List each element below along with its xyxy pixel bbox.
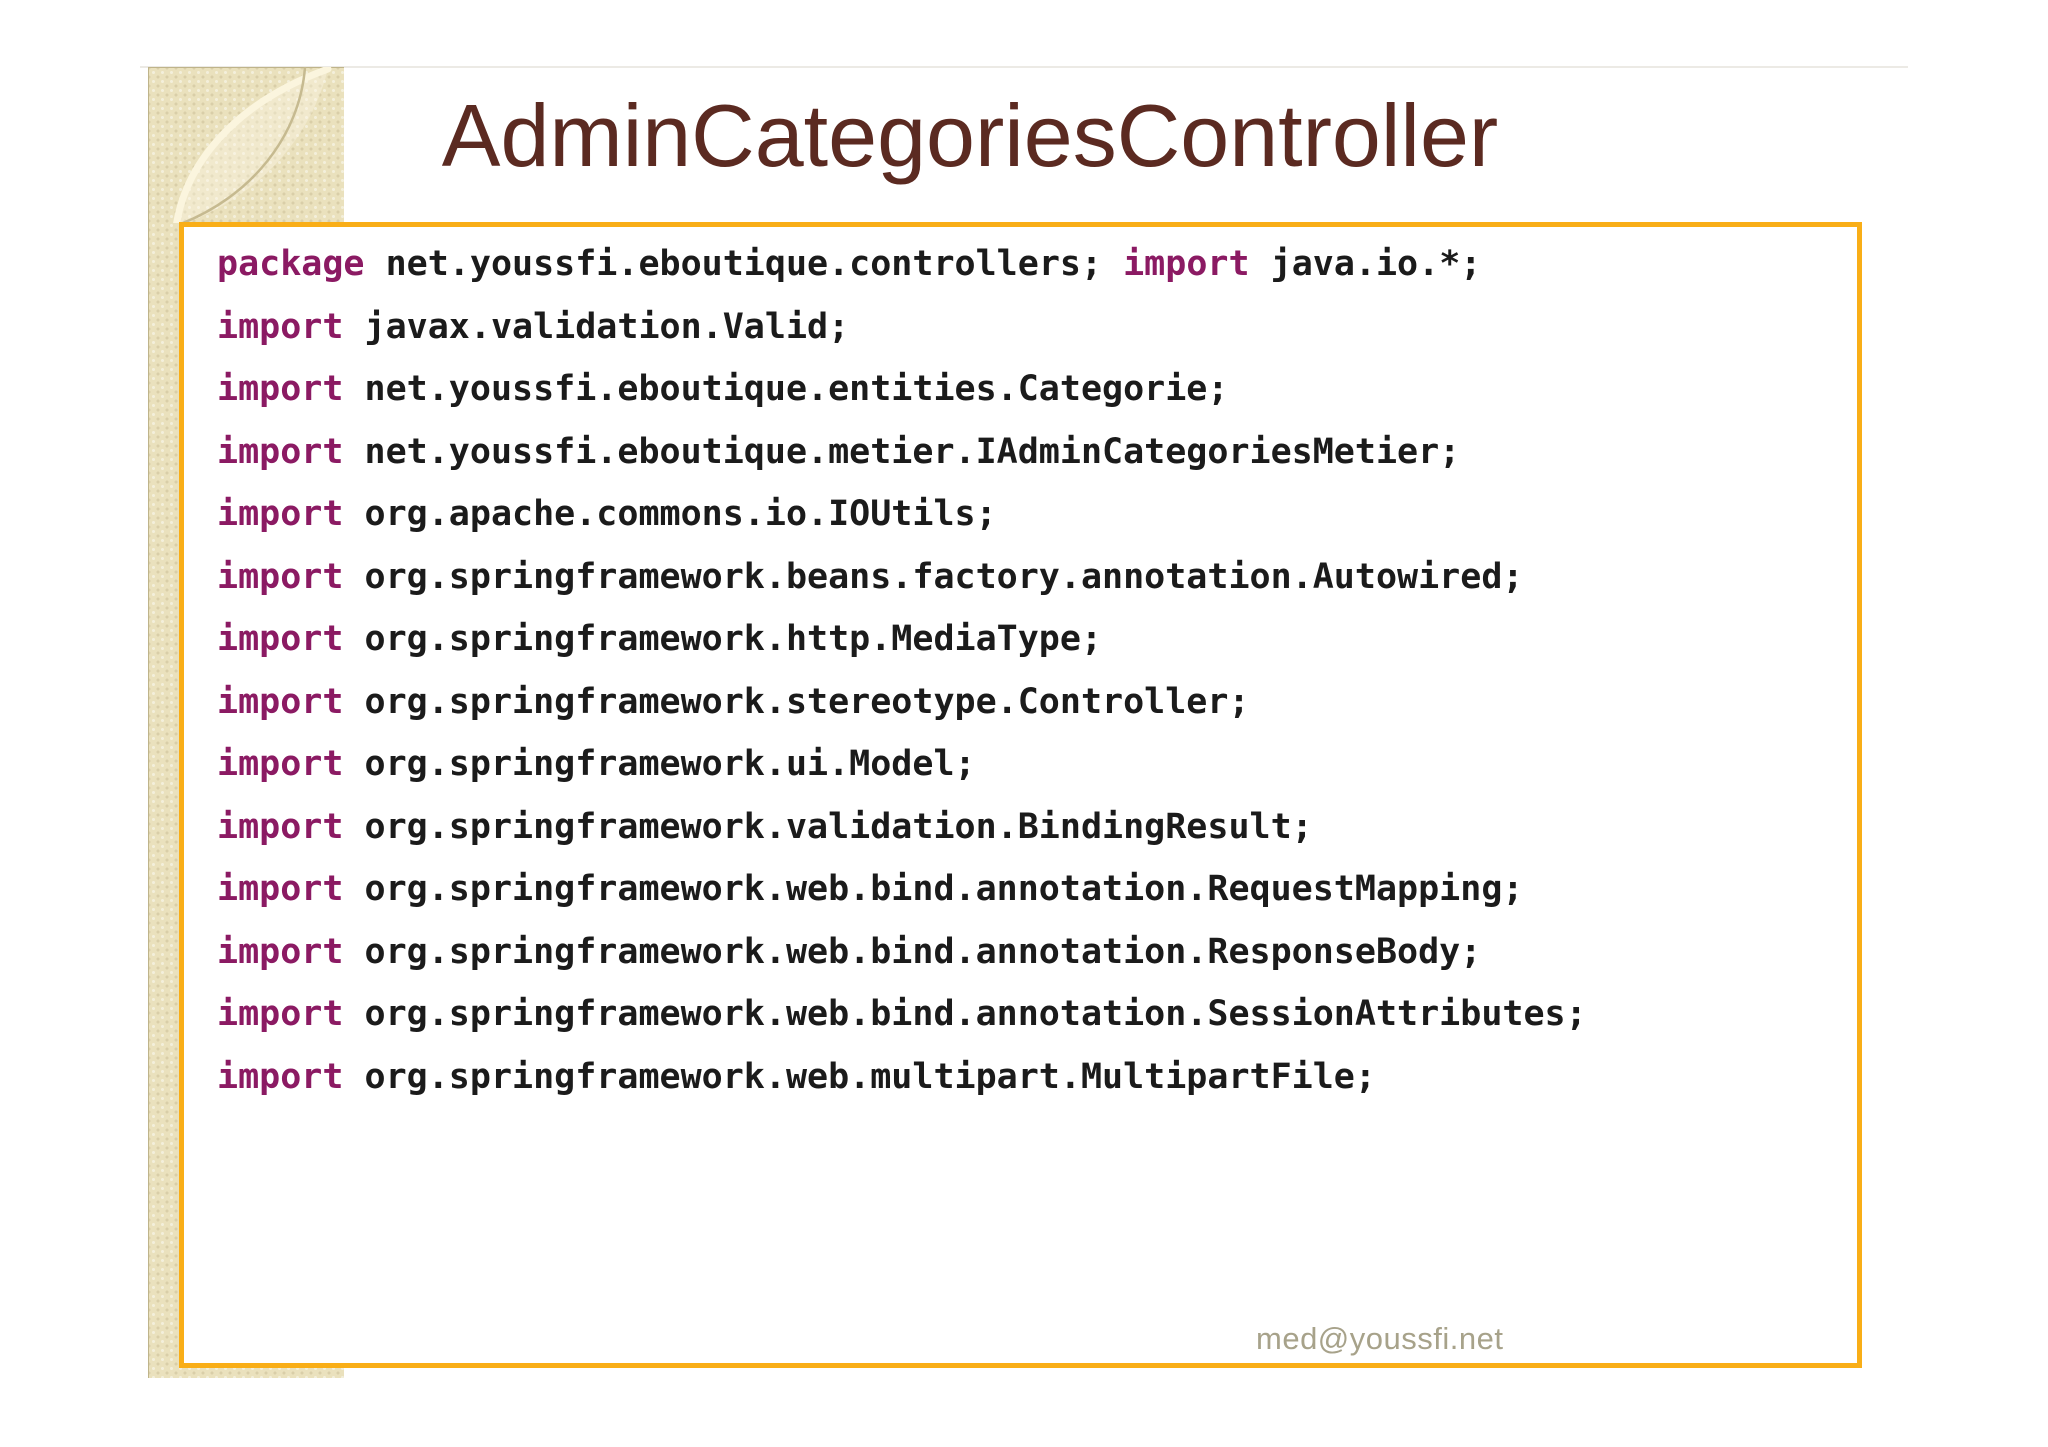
code-line: import org.apache.commons.io.IOUtils; <box>217 483 1849 546</box>
code-keyword: import <box>217 494 344 534</box>
code-text: javax.validation.Valid; <box>343 306 850 347</box>
code-line: import org.springframework.web.multipart… <box>217 1046 1849 1109</box>
code-line: import org.springframework.ui.Model; <box>217 733 1849 796</box>
watermark: med@youssfi.net <box>1256 1321 1504 1356</box>
code-line: import org.springframework.web.bind.anno… <box>217 858 1849 921</box>
code-line: import org.springframework.web.bind.anno… <box>217 921 1849 984</box>
code-keyword: package <box>217 244 365 284</box>
code-keyword: import <box>217 1056 344 1097</box>
code-block: package net.youssfi.eboutique.controller… <box>217 233 1849 1108</box>
slide-title: AdminCategoriesController <box>441 86 1499 185</box>
code-text: org.springframework.web.multipart.Multip… <box>343 1056 1376 1097</box>
code-line: import org.springframework.stereotype.Co… <box>217 671 1849 734</box>
code-keyword: import <box>217 681 344 722</box>
code-keyword: import <box>217 869 344 909</box>
code-line: import javax.validation.Valid; <box>217 296 1849 359</box>
code-keyword: import <box>217 994 344 1034</box>
code-text: net.youssfi.eboutique.entities.Categorie… <box>343 369 1229 409</box>
code-keyword: import <box>217 306 344 347</box>
code-text: org.springframework.web.bind.annotation.… <box>343 869 1524 909</box>
code-text: org.springframework.ui.Model; <box>343 744 976 784</box>
code-line: import org.springframework.web.bind.anno… <box>217 983 1849 1046</box>
leaf-ornament-icon <box>173 67 332 223</box>
code-keyword: import <box>217 931 344 972</box>
code-text: org.springframework.web.bind.annotation.… <box>343 931 1482 972</box>
code-keyword: import <box>1123 244 1250 284</box>
code-line: package net.youssfi.eboutique.controller… <box>217 233 1849 296</box>
code-keyword: import <box>217 556 344 597</box>
code-text: org.springframework.validation.BindingRe… <box>343 806 1313 847</box>
code-text: org.springframework.web.bind.annotation.… <box>343 994 1587 1034</box>
code-line: import org.springframework.beans.factory… <box>217 546 1849 609</box>
code-text: org.springframework.beans.factory.annota… <box>343 556 1524 597</box>
code-box: package net.youssfi.eboutique.controller… <box>179 222 1862 1368</box>
code-keyword: import <box>217 806 344 847</box>
code-text: org.springframework.stereotype.Controlle… <box>343 681 1250 722</box>
code-keyword: import <box>217 744 344 784</box>
code-line: import net.youssfi.eboutique.entities.Ca… <box>217 358 1849 421</box>
code-line: import org.springframework.http.MediaTyp… <box>217 608 1849 671</box>
code-text: org.apache.commons.io.IOUtils; <box>343 494 997 534</box>
code-line: import org.springframework.validation.Bi… <box>217 796 1849 859</box>
code-text: org.springframework.http.MediaType; <box>343 619 1103 659</box>
code-keyword: import <box>217 431 344 472</box>
code-text: net.youssfi.eboutique.metier.IAdminCateg… <box>343 431 1461 472</box>
code-text: java.io.*; <box>1249 244 1482 284</box>
code-keyword: import <box>217 369 344 409</box>
code-line: import net.youssfi.eboutique.metier.IAdm… <box>217 421 1849 484</box>
code-text: net.youssfi.eboutique.controllers; <box>364 244 1124 284</box>
code-keyword: import <box>217 619 344 659</box>
slide-top-rule <box>140 66 1908 68</box>
